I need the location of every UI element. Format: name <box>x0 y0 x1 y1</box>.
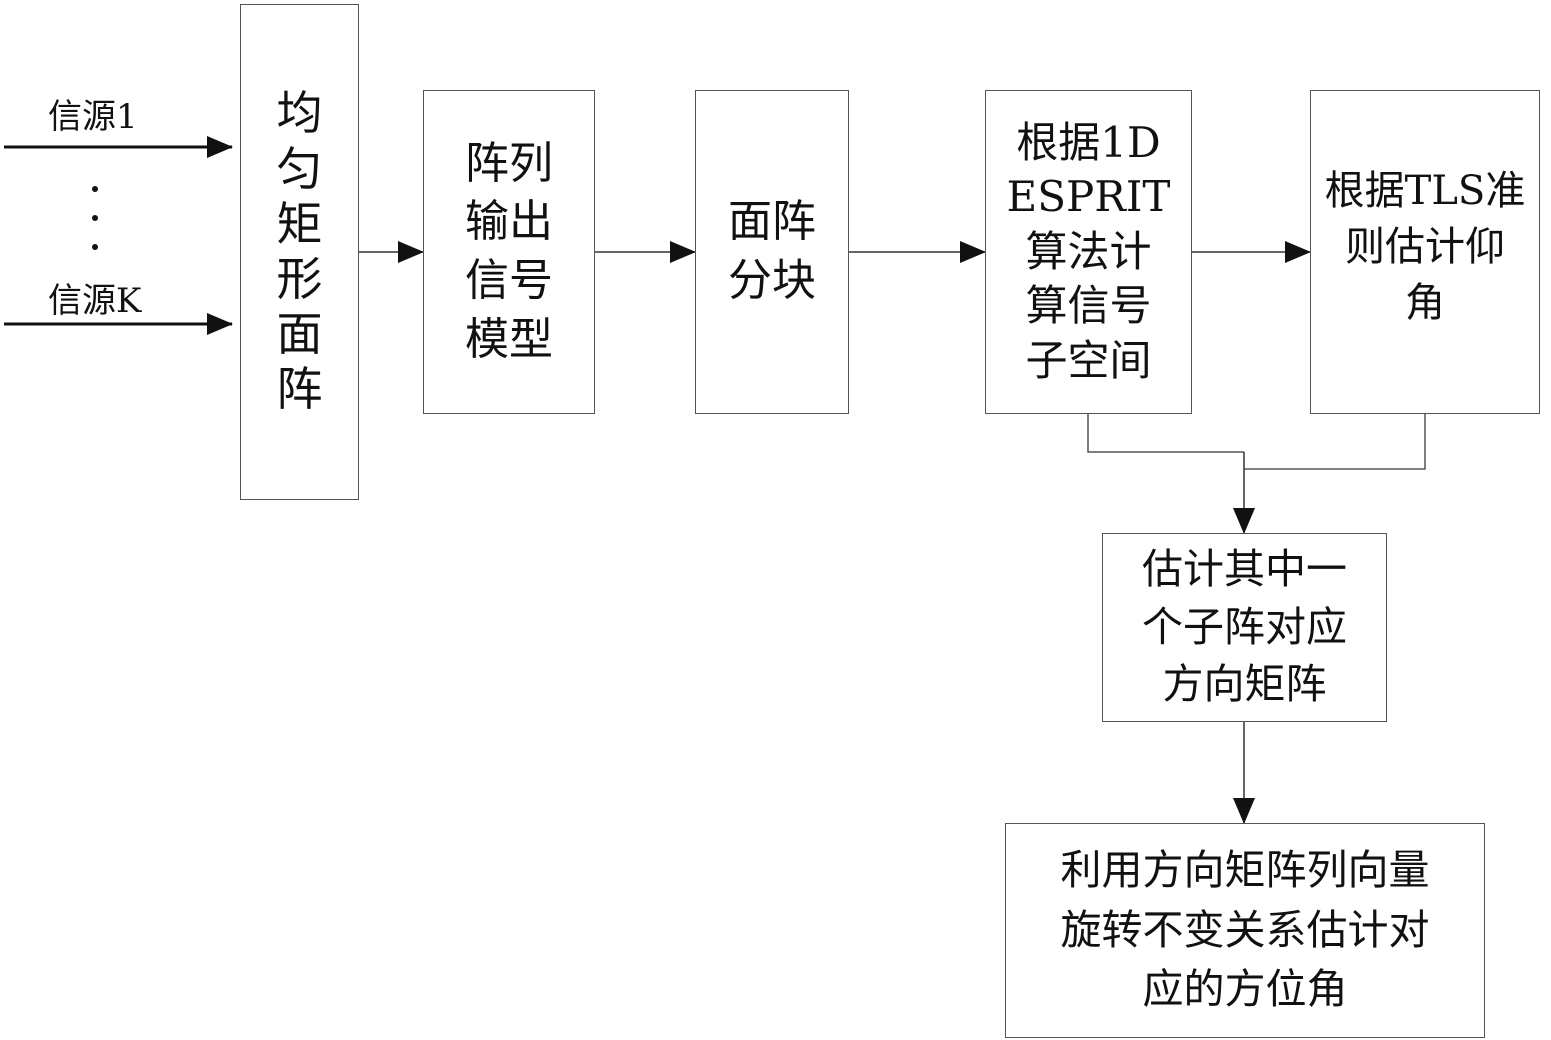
connector-tls-down <box>1244 413 1425 469</box>
azimuth-estimation-box: 利用方向矩阵列向量 旋转不变关系估计对 应的方位角 <box>1005 823 1485 1038</box>
tls-elevation-box: 根据TLS准 则估计仰 角 <box>1310 90 1540 414</box>
array-partition-box: 面阵 分块 <box>695 90 849 414</box>
uniform-rectangular-array-box: 均 匀 矩 形 面 阵 <box>240 4 359 500</box>
direction-matrix-box: 估计其中一 个子阵对应 方向矩阵 <box>1102 533 1387 722</box>
array-output-model-box: 阵列 输出 信号 模型 <box>423 90 595 414</box>
source-k-label: 信源K <box>48 284 141 318</box>
ellipsis-dot <box>92 244 98 250</box>
ellipsis-dot <box>92 215 98 221</box>
connector-esprit-down <box>1088 413 1244 452</box>
source-1-label: 信源1 <box>48 100 138 134</box>
esprit-subspace-box: 根据1D ESPRIT 算法计 算信号 子空间 <box>985 90 1192 414</box>
ellipsis-dot <box>92 186 98 192</box>
